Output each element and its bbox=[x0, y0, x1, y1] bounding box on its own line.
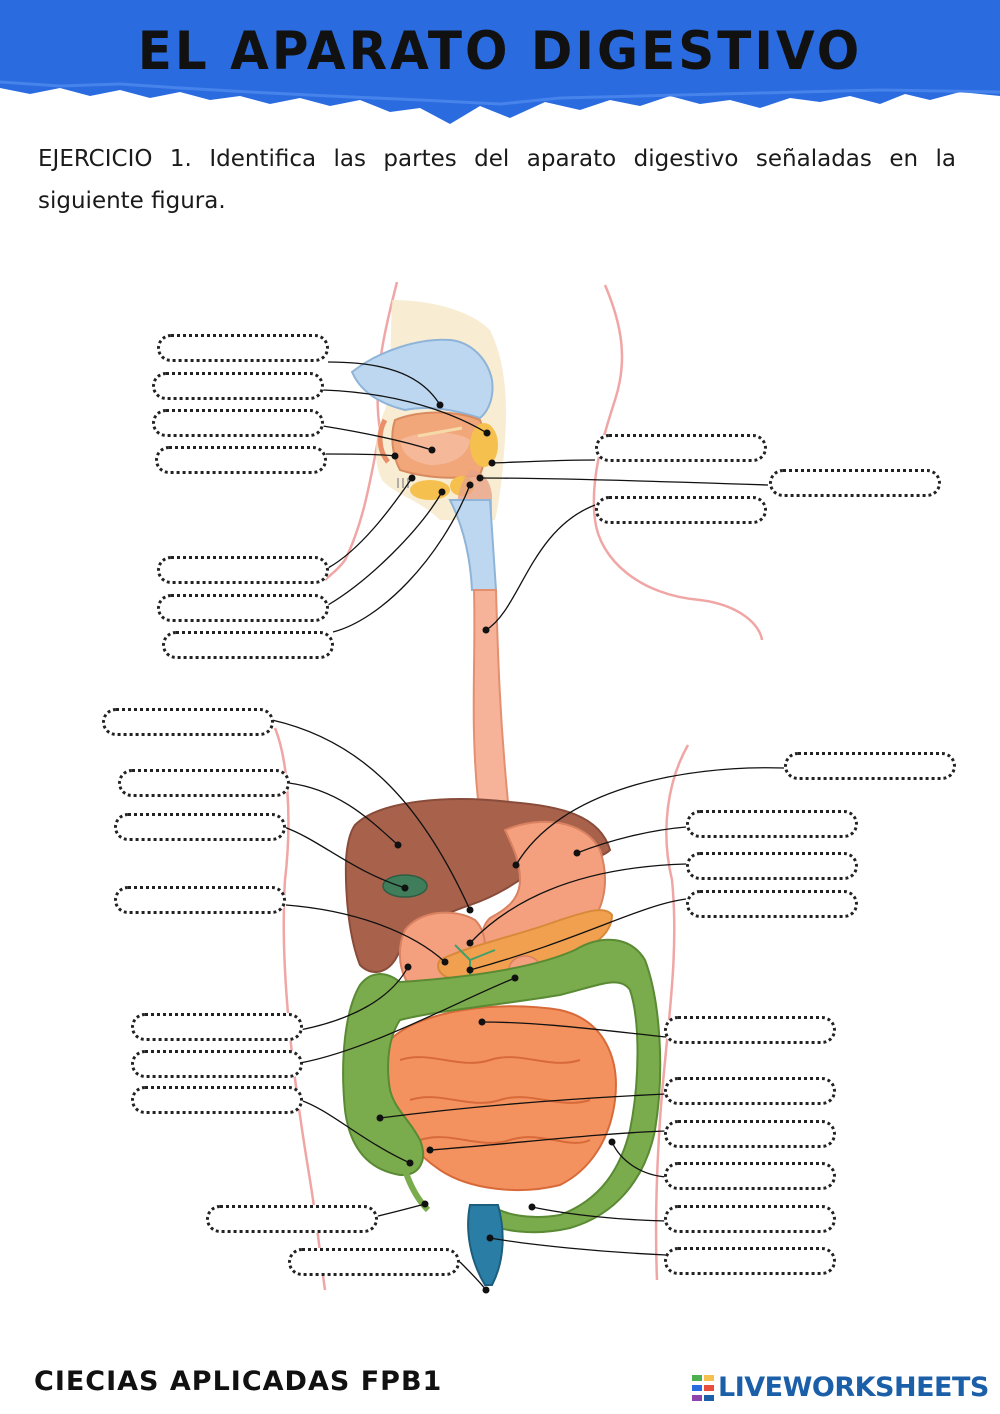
salivary-gland-parotid bbox=[470, 423, 498, 467]
answer-field-22[interactable] bbox=[664, 1016, 836, 1044]
answer-field-9[interactable] bbox=[769, 469, 941, 497]
answer-field-3[interactable] bbox=[152, 409, 324, 437]
answer-field-24[interactable] bbox=[664, 1120, 836, 1148]
answer-field-26[interactable] bbox=[664, 1205, 836, 1233]
brand-name: LIVEWORKSHEETS bbox=[718, 1372, 989, 1403]
lips bbox=[377, 418, 391, 464]
header-banner bbox=[0, 0, 1000, 124]
answer-field-12[interactable] bbox=[118, 769, 290, 797]
answer-field-6[interactable] bbox=[157, 594, 329, 622]
page-title: EL APARATO DIGESTIVO bbox=[137, 20, 863, 82]
answer-field-18[interactable] bbox=[686, 890, 858, 918]
esophagus bbox=[472, 589, 510, 804]
rectum bbox=[467, 1204, 504, 1286]
footer-course-label: CIECIAS APLICADAS FPB1 bbox=[34, 1366, 443, 1397]
answer-field-5[interactable] bbox=[157, 556, 329, 584]
answer-field-13[interactable] bbox=[114, 813, 286, 841]
answer-field-17[interactable] bbox=[686, 852, 858, 880]
leader-dots bbox=[376, 401, 616, 1294]
answer-field-21[interactable] bbox=[131, 1086, 303, 1114]
answer-field-7[interactable] bbox=[162, 631, 334, 659]
answer-field-1[interactable] bbox=[157, 334, 329, 362]
answer-field-27[interactable] bbox=[664, 1247, 836, 1275]
answer-field-29[interactable] bbox=[288, 1248, 460, 1276]
answer-field-16[interactable] bbox=[686, 810, 858, 838]
answer-field-4[interactable] bbox=[155, 446, 327, 474]
answer-field-28[interactable] bbox=[206, 1205, 378, 1233]
answer-field-2[interactable] bbox=[152, 372, 324, 400]
answer-field-25[interactable] bbox=[664, 1162, 836, 1190]
answer-field-10[interactable] bbox=[595, 496, 767, 524]
answer-field-23[interactable] bbox=[664, 1077, 836, 1105]
answer-field-14[interactable] bbox=[114, 886, 286, 914]
liveworksheets-logo-icon bbox=[692, 1374, 714, 1401]
exercise-instructions: EJERCICIO 1. Identifica las partes del a… bbox=[38, 146, 956, 214]
nasal-cavity bbox=[350, 338, 494, 420]
answer-field-11[interactable] bbox=[102, 708, 274, 736]
answer-field-8[interactable] bbox=[595, 434, 767, 462]
brand-logo-block[interactable]: LIVEWORKSHEETS bbox=[692, 1372, 989, 1403]
answer-field-19[interactable] bbox=[131, 1013, 303, 1041]
leader-lines bbox=[271, 361, 785, 1291]
answer-field-20[interactable] bbox=[131, 1050, 303, 1078]
answer-field-15[interactable] bbox=[784, 752, 956, 780]
